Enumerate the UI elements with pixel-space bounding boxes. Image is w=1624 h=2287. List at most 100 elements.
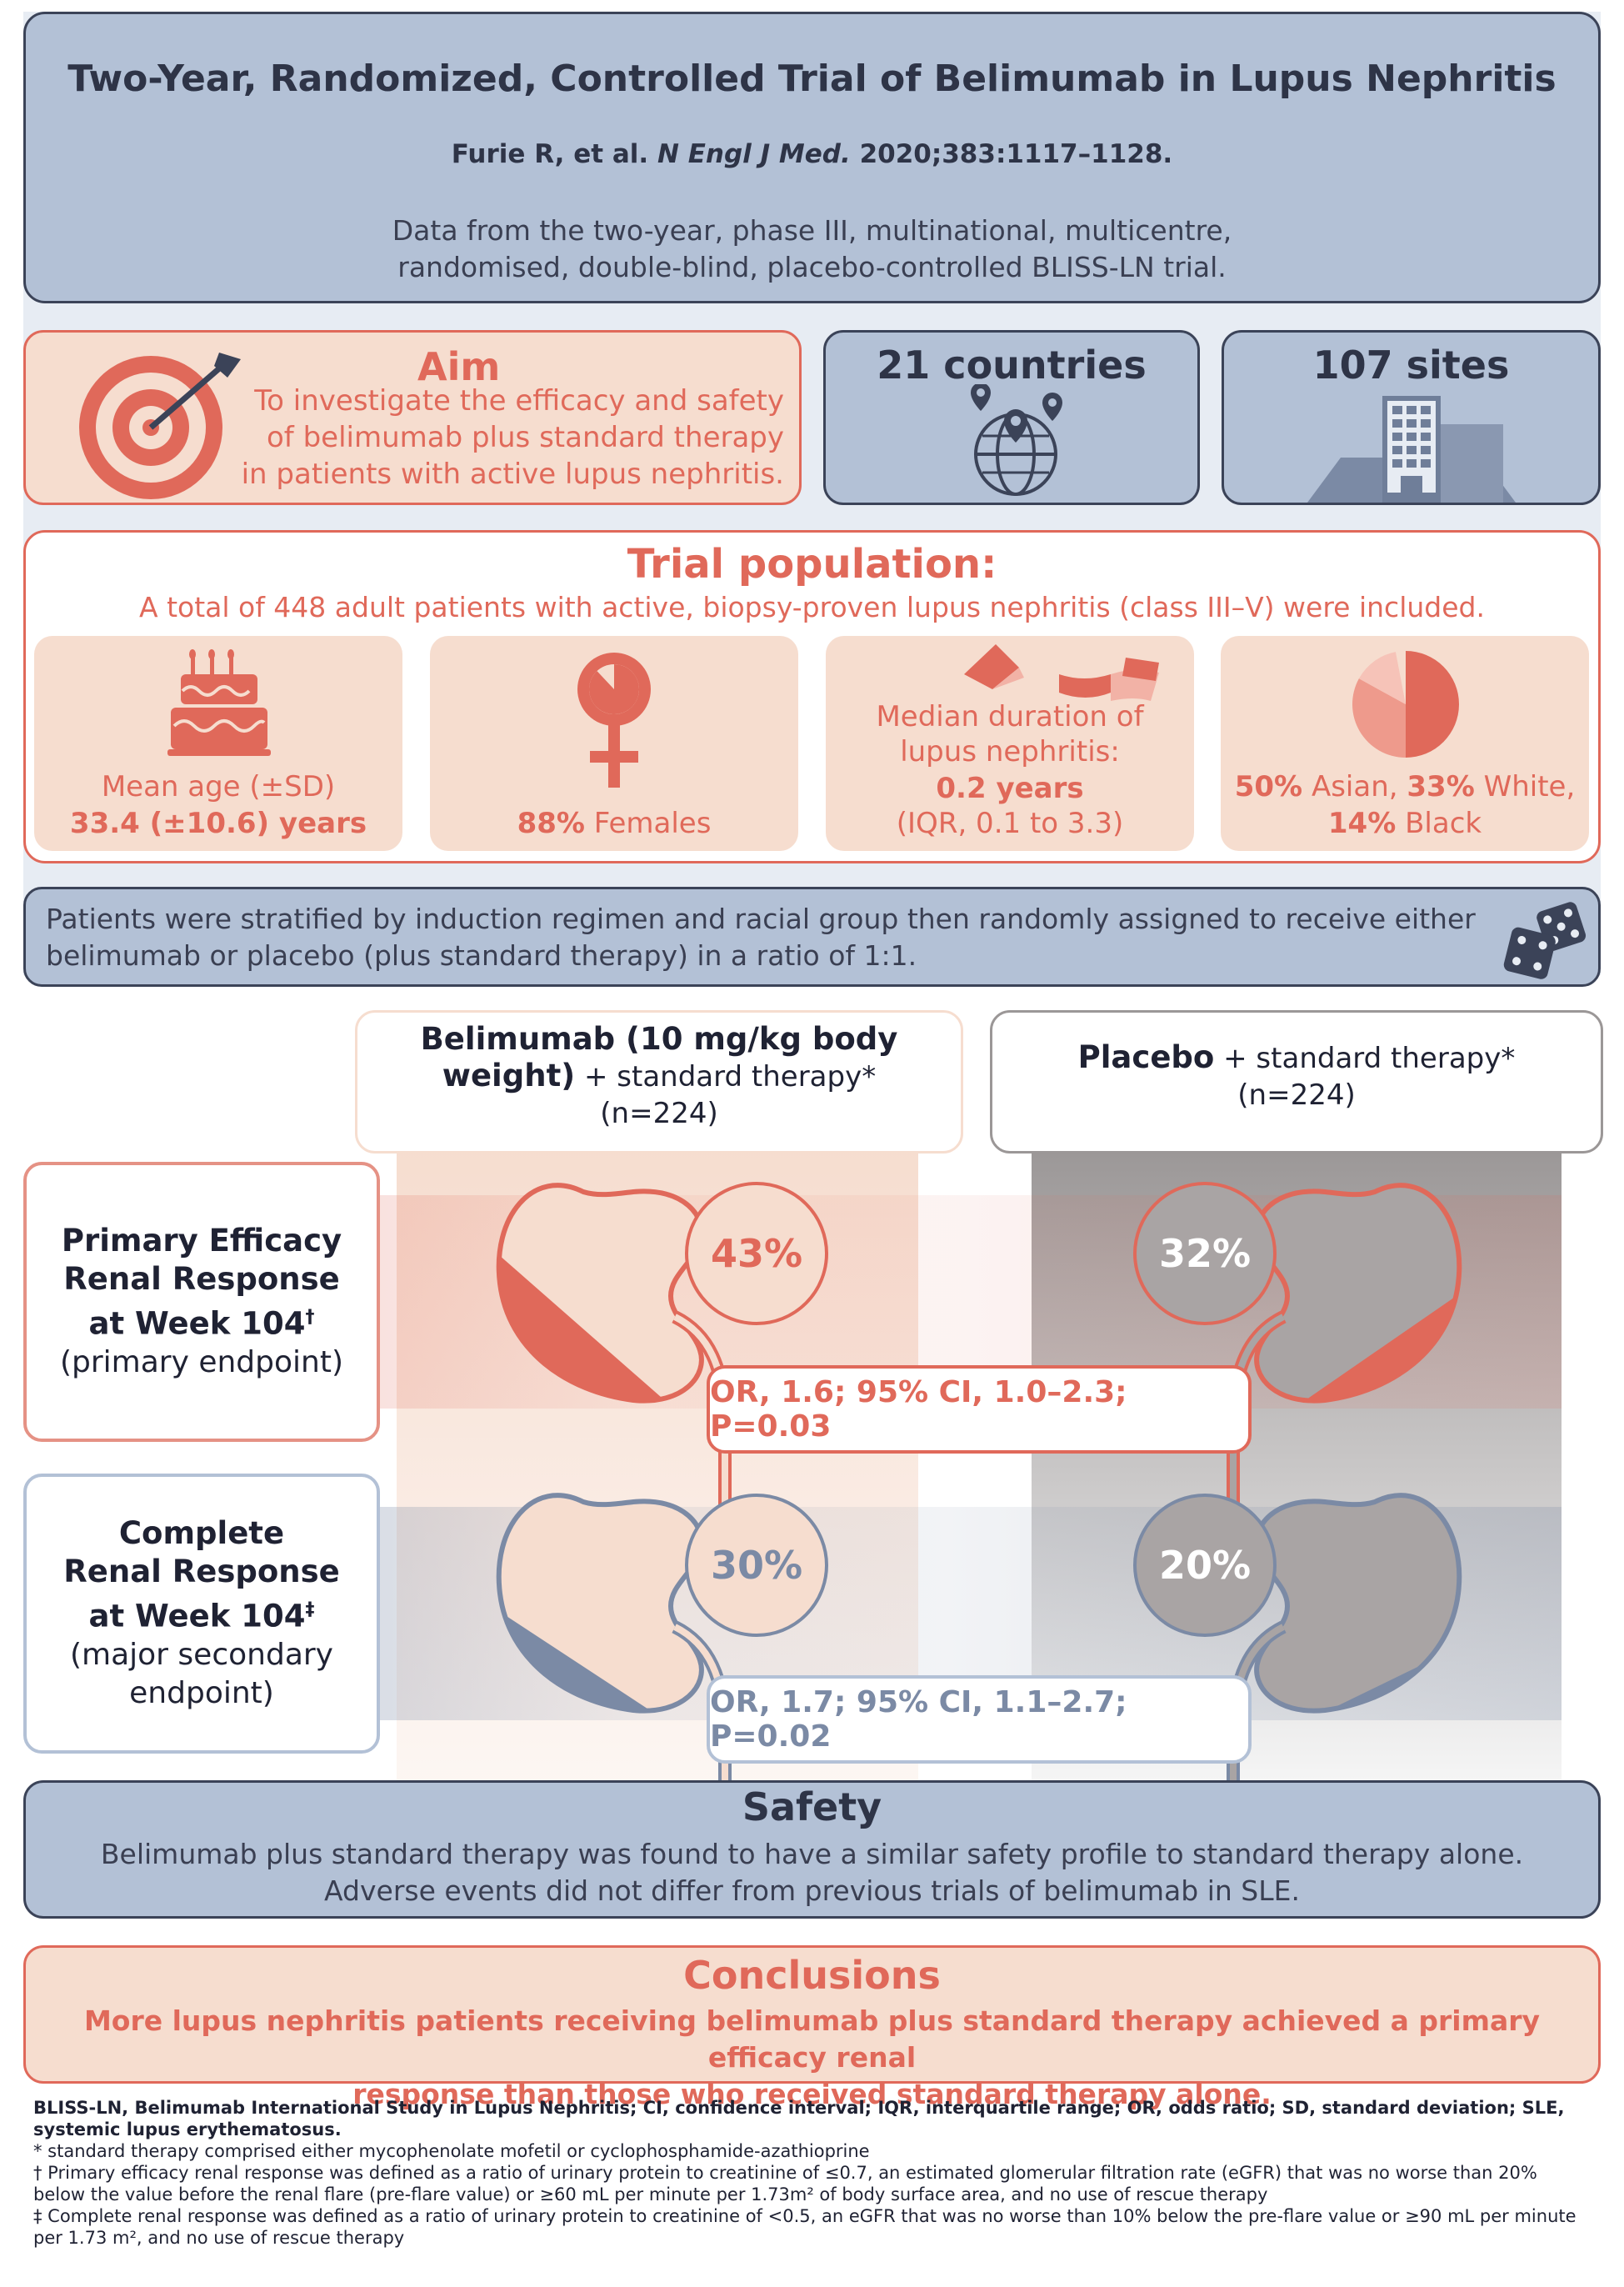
population-title: Trial population: [627,541,997,588]
age-label: Mean age (±SD) [101,770,336,803]
placebo-therapy: + standard therapy* [1223,1042,1516,1075]
pie-slice-asian [1406,651,1459,758]
citation-ref: 2020;383:1117–1128. [859,139,1173,169]
stratification-box: Patients were stratified by induction re… [23,887,1601,987]
primary-endpoint-label: Primary Efficacy Renal Response at Week … [23,1162,380,1442]
duration-line-2: lupus nephritis: [900,735,1120,768]
primary-placebo-percent: 32% [1133,1182,1277,1325]
globe-pins-icon [971,384,1062,496]
kidney-complete-placebo-body [1254,1493,1462,1714]
conclusions-box: Conclusions More lupus nephritis patient… [23,1945,1601,2110]
primary-belimumab-percent: 43% [685,1182,828,1325]
aim-text: To investigate the efficacy and safety o… [234,383,784,493]
race-stat-line-2: 14% Black [1221,806,1589,841]
primary-line-3: at Week 104 [88,1305,306,1342]
strat-line-1: Patients were stratified by induction re… [46,903,1476,935]
complete-endpoint-label: Complete Renal Response at Week 104‡ (ma… [23,1474,380,1754]
strat-line-2: belimumab or placebo (plus standard ther… [46,939,917,972]
countries-box: 21 countries [823,330,1200,505]
population-box: Trial population: A total of 448 adult p… [23,530,1601,863]
race-stat-line-1: 50% Asian, 33% White, [1221,769,1589,804]
aim-box: Aim To investigate the efficacy and safe… [23,330,802,505]
header-box: Two-Year, Randomized, Controlled Trial o… [23,12,1601,303]
race-black-value: 14% [1327,807,1397,840]
footnotes: BLISS-LN, Belimumab International Study … [33,2097,1592,2249]
kidney-complete-placebo-response-fill [1257,1639,1460,1711]
aim-line-3: in patients with active lupus nephritis. [241,458,784,491]
female-label: Females [593,807,712,840]
belimumab-name-1: Belimumab (10 mg/kg body [420,1021,898,1057]
placebo-arm-header: Placebo + standard therapy* (n=224) [990,1010,1603,1154]
safety-line-1: Belimumab plus standard therapy was foun… [100,1838,1524,1870]
pie-icon [1352,651,1459,758]
female-symbol-icon [577,653,651,788]
desc-line-1: Data from the two-year, phase III, multi… [392,214,1232,247]
population-subtitle: A total of 448 adult patients with activ… [139,591,1485,623]
complete-line-2: Renal Response [63,1554,340,1590]
safety-title: Safety [742,1784,882,1829]
primary-line-2: Renal Response [63,1261,340,1298]
pie-slice-black [1358,652,1406,704]
race-asian-value: 50% [1234,770,1303,803]
duration-iqr: (IQR, 0.1 to 3.3) [896,807,1124,840]
race-black-label: Black [1405,807,1482,840]
tile-female: 88% Females [430,636,798,851]
footnote-star: * standard therapy comprised either myco… [33,2141,870,2161]
footnote-dagger: † Primary efficacy renal response was de… [33,2163,1537,2204]
pie-slice-other [1396,651,1406,704]
desc-line-2: randomised, double-blind, placebo-contro… [397,251,1227,283]
cake-icon [167,649,271,756]
conclusions-line-2: response than those who received standar… [352,2078,1272,2110]
primary-line-1: Primary Efficacy [61,1223,342,1259]
placebo-name: Placebo [1077,1039,1215,1075]
complete-line-4: (major secondary [69,1637,333,1672]
citation-authors: Furie R, et al. [451,139,649,169]
placebo-n: (n=224) [1237,1078,1356,1112]
female-stat: 88% Females [430,806,798,841]
conclusions-line-1: More lupus nephritis patients receiving … [83,2004,1541,2074]
primary-line-4: (primary endpoint) [59,1344,344,1379]
duration-line-1: Median duration of [876,700,1144,733]
belimumab-arm-header: Belimumab (10 mg/kg body weight) + stand… [355,1010,963,1154]
stratification-text: Patients were stratified by induction re… [46,901,1476,974]
female-share-wedge [589,664,639,714]
belimumab-n: (n=224) [600,1097,718,1130]
aim-title: Aim [417,344,501,389]
citation-journal: N Engl J Med. [657,139,851,169]
belimumab-name-2: weight) [442,1058,576,1093]
safety-box: Safety Belimumab plus standard therapy w… [23,1780,1601,1919]
safety-line-2: Adverse events did not differ from previ… [324,1874,1300,1907]
conclusions-title: Conclusions [683,1953,941,1998]
female-value: 88% [517,807,585,840]
header-description: Data from the two-year, phase III, multi… [26,213,1598,286]
sites-label: 107 sites [1312,343,1510,388]
kidney-complete-belimumab-response-fill [498,1600,702,1711]
age-value: 33.4 (±10.6) years [69,807,367,840]
complete-belimumab-percent: 30% [685,1494,828,1637]
tile-race: 50% Asian, 33% White, 14% Black [1221,636,1589,851]
tile-age: Mean age (±SD) 33.4 (±10.6) years [34,636,402,851]
complete-footnote-mark: ‡ [305,1599,315,1621]
building-icon [1307,396,1516,503]
page-title: Two-Year, Randomized, Controlled Trial o… [67,58,1557,100]
citation: Furie R, et al. N Engl J Med. 2020;383:1… [26,139,1598,169]
complete-line-5: endpoint) [129,1675,274,1710]
primary-footnote-mark: † [305,1307,315,1329]
complete-line-3: at Week 104 [88,1598,306,1634]
pie-slice-white [1352,678,1406,758]
tile-duration: Median duration of lupus nephritis: 0.2 … [826,636,1194,851]
kidney-complete-placebo [1227,1493,1462,1852]
complete-odds-ratio: OR, 1.7; 95% CI, 1.1–2.7; P=0.02 [707,1675,1252,1764]
safety-text: Belimumab plus standard therapy was foun… [26,1836,1598,1909]
kidney-primary-placebo-response-fill [1257,1283,1460,1401]
aim-line-2: of belimumab plus standard therapy [266,421,784,454]
race-white-label: White, [1483,770,1576,803]
race-white-value: 33% [1407,770,1475,803]
aim-line-1: To investigate the efficacy and safety [254,384,784,418]
footnote-abbreviations: BLISS-LN, Belimumab International Study … [33,2098,1565,2139]
race-asian-label: Asian, [1311,770,1398,803]
conclusions-text: More lupus nephritis patients receiving … [26,2003,1598,2113]
primary-odds-ratio: OR, 1.6; 95% CI, 1.0–2.3; P=0.03 [707,1365,1252,1454]
duration-value: 0.2 years [936,772,1084,805]
